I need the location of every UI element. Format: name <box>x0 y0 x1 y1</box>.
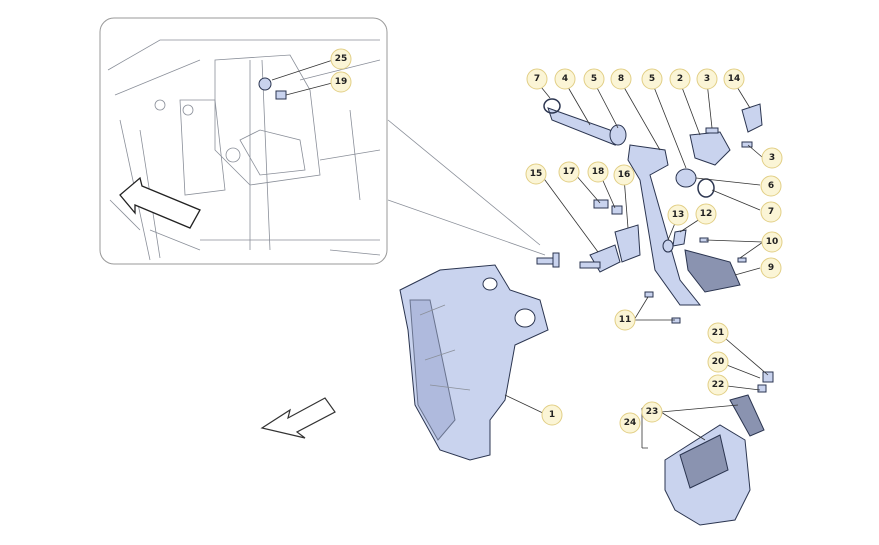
callout-5: 5 <box>583 68 605 90</box>
callout-9: 9 <box>760 257 782 279</box>
direction-arrow-icon <box>119 176 201 229</box>
callout-22: 22 <box>707 374 729 396</box>
callout-3: 3 <box>761 147 783 169</box>
callout-1: 1 <box>541 404 563 426</box>
callout-25: 25 <box>330 48 352 70</box>
svg-text:20: 20 <box>712 357 725 367</box>
svg-text:25: 25 <box>335 54 348 64</box>
bolt-part <box>536 252 560 268</box>
svg-text:7: 7 <box>534 74 540 84</box>
callout-18: 18 <box>587 161 609 183</box>
callout-11: 11 <box>614 309 636 331</box>
callouts: 25 19 7 4 5 8 5 2 3 14 3 6 7 15 17 18 16… <box>330 48 783 434</box>
brake-pedal-assembly <box>543 98 763 324</box>
svg-text:3: 3 <box>704 74 710 84</box>
svg-text:10: 10 <box>766 237 779 247</box>
svg-text:17: 17 <box>563 167 576 177</box>
callout-7: 7 <box>526 68 548 90</box>
svg-text:16: 16 <box>618 170 631 180</box>
callout-21: 21 <box>707 322 729 344</box>
pedal-box-bracket <box>399 264 549 461</box>
callout-8: 8 <box>610 68 632 90</box>
callout-10: 10 <box>761 231 783 253</box>
callout-20: 20 <box>707 351 729 373</box>
callout-7: 7 <box>760 201 782 223</box>
svg-text:12: 12 <box>700 209 713 219</box>
svg-text:6: 6 <box>768 181 774 191</box>
svg-text:5: 5 <box>649 74 655 84</box>
callout-5: 5 <box>641 68 663 90</box>
svg-text:3: 3 <box>769 153 775 163</box>
svg-text:22: 22 <box>712 380 725 390</box>
callout-3: 3 <box>696 68 718 90</box>
svg-text:7: 7 <box>768 207 774 217</box>
callout-23: 23 <box>641 401 663 423</box>
callout-2: 2 <box>669 68 691 90</box>
svg-text:2: 2 <box>677 74 683 84</box>
direction-arrow-icon <box>260 397 336 439</box>
svg-text:11: 11 <box>619 315 632 325</box>
svg-text:24: 24 <box>624 418 637 428</box>
callout-24: 24 <box>619 412 641 434</box>
callout-19: 19 <box>330 71 352 93</box>
callout-6: 6 <box>760 175 782 197</box>
svg-text:4: 4 <box>562 74 568 84</box>
svg-text:15: 15 <box>530 169 543 179</box>
callout-14: 14 <box>723 68 745 90</box>
svg-text:5: 5 <box>591 74 597 84</box>
svg-text:1: 1 <box>549 410 555 420</box>
callout-15: 15 <box>525 163 547 185</box>
svg-text:13: 13 <box>672 210 685 220</box>
callout-4: 4 <box>554 68 576 90</box>
callout-12: 12 <box>695 203 717 225</box>
svg-text:18: 18 <box>592 167 605 177</box>
callout-13: 13 <box>667 204 689 226</box>
svg-text:14: 14 <box>728 74 741 84</box>
svg-text:8: 8 <box>618 74 624 84</box>
accelerator-pedal-assembly <box>664 371 774 526</box>
svg-text:19: 19 <box>335 77 348 87</box>
svg-text:9: 9 <box>768 263 774 273</box>
svg-text:21: 21 <box>712 328 725 338</box>
callout-17: 17 <box>558 161 580 183</box>
callout-16: 16 <box>613 164 635 186</box>
svg-text:23: 23 <box>646 407 659 417</box>
inset-detail-view <box>99 17 388 265</box>
